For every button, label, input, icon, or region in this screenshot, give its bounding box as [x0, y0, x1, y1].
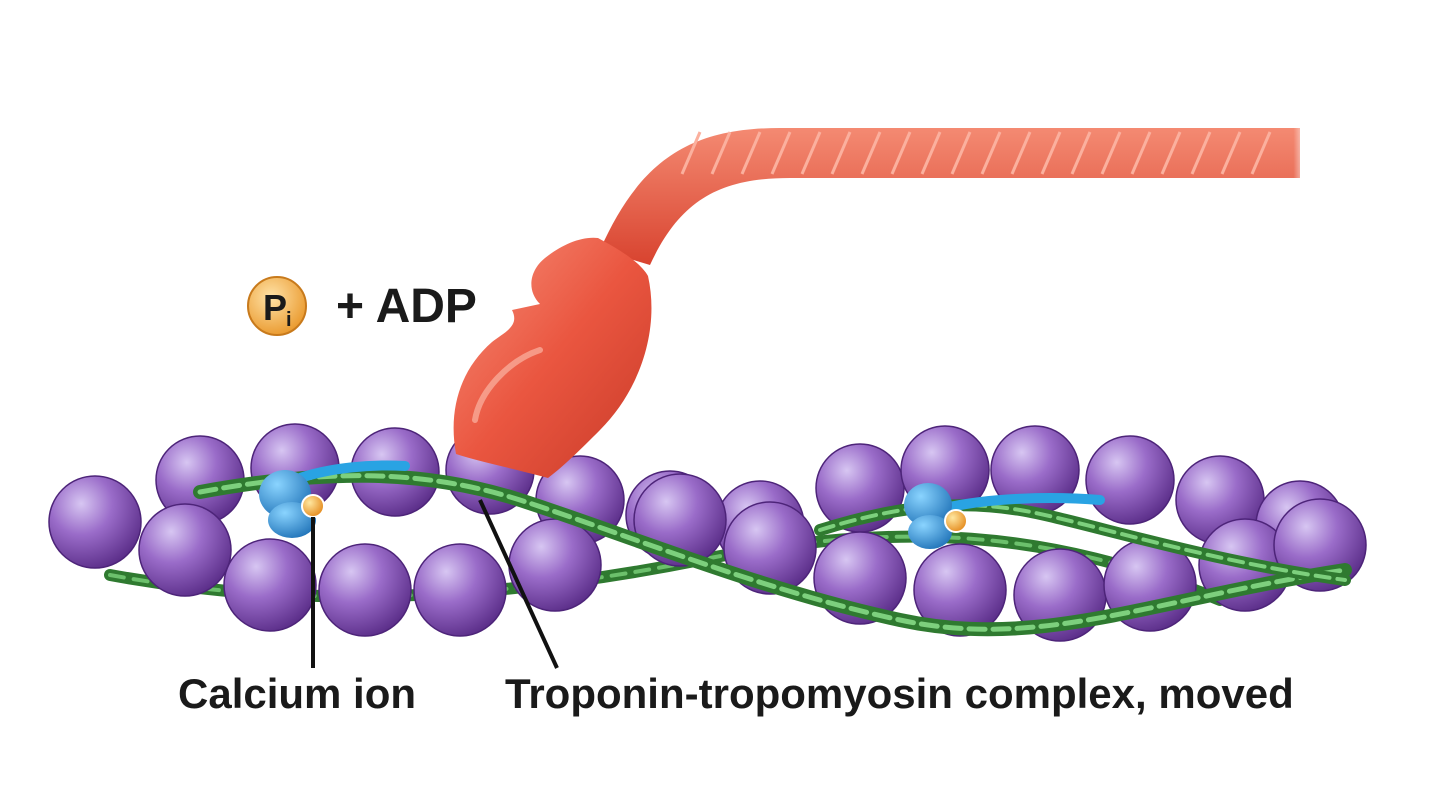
actin-monomer	[318, 543, 412, 637]
tail-stripe	[1130, 131, 1152, 175]
actin-monomer	[48, 475, 142, 569]
actin-monomer	[413, 543, 507, 637]
troponin-leader	[478, 499, 559, 669]
tail-stripe	[920, 131, 942, 175]
myosin-molecule	[453, 120, 1310, 478]
troponin-complex-right	[904, 483, 1105, 549]
calcium-ion-left	[301, 494, 325, 518]
myosin-head	[453, 237, 652, 478]
tail-stripe	[800, 131, 822, 175]
tail-stripe	[1010, 131, 1032, 175]
troponin-complex-left	[259, 460, 410, 538]
tail-stripe	[770, 131, 792, 175]
tail-stripe	[830, 131, 852, 175]
tail-stripe	[710, 131, 732, 175]
tail-stripe	[680, 131, 702, 175]
actin-monomer	[223, 538, 317, 632]
adp-label: + ADP	[336, 280, 477, 333]
tail-stripe	[890, 131, 912, 175]
calcium-ion-label: Calcium ion	[178, 670, 416, 717]
tail-stripe	[1070, 131, 1092, 175]
calcium-ion-right	[944, 509, 968, 533]
tail-stripe	[1160, 131, 1182, 175]
tail-stripe	[1100, 131, 1122, 175]
myosin-tail	[600, 128, 1300, 265]
phosphate-icon	[247, 276, 307, 336]
tropomyosin-strand-front	[193, 468, 1352, 637]
tail-stripe	[860, 131, 882, 175]
tail-stripe	[1040, 131, 1062, 175]
phosphate-letter: P	[263, 287, 287, 328]
phosphate-subscript: i	[286, 309, 292, 331]
tail-stripe	[980, 131, 1002, 175]
actin-monomer	[913, 543, 1007, 637]
actin-monomer	[1085, 435, 1175, 525]
actin-monomer	[138, 503, 232, 597]
tail-stripe	[740, 131, 762, 175]
troponin-tropomyosin-label: Troponin-tropomyosin complex, moved	[505, 670, 1294, 717]
tail-stripe	[950, 131, 972, 175]
phosphate-adp-release: P i + ADP	[247, 276, 477, 336]
